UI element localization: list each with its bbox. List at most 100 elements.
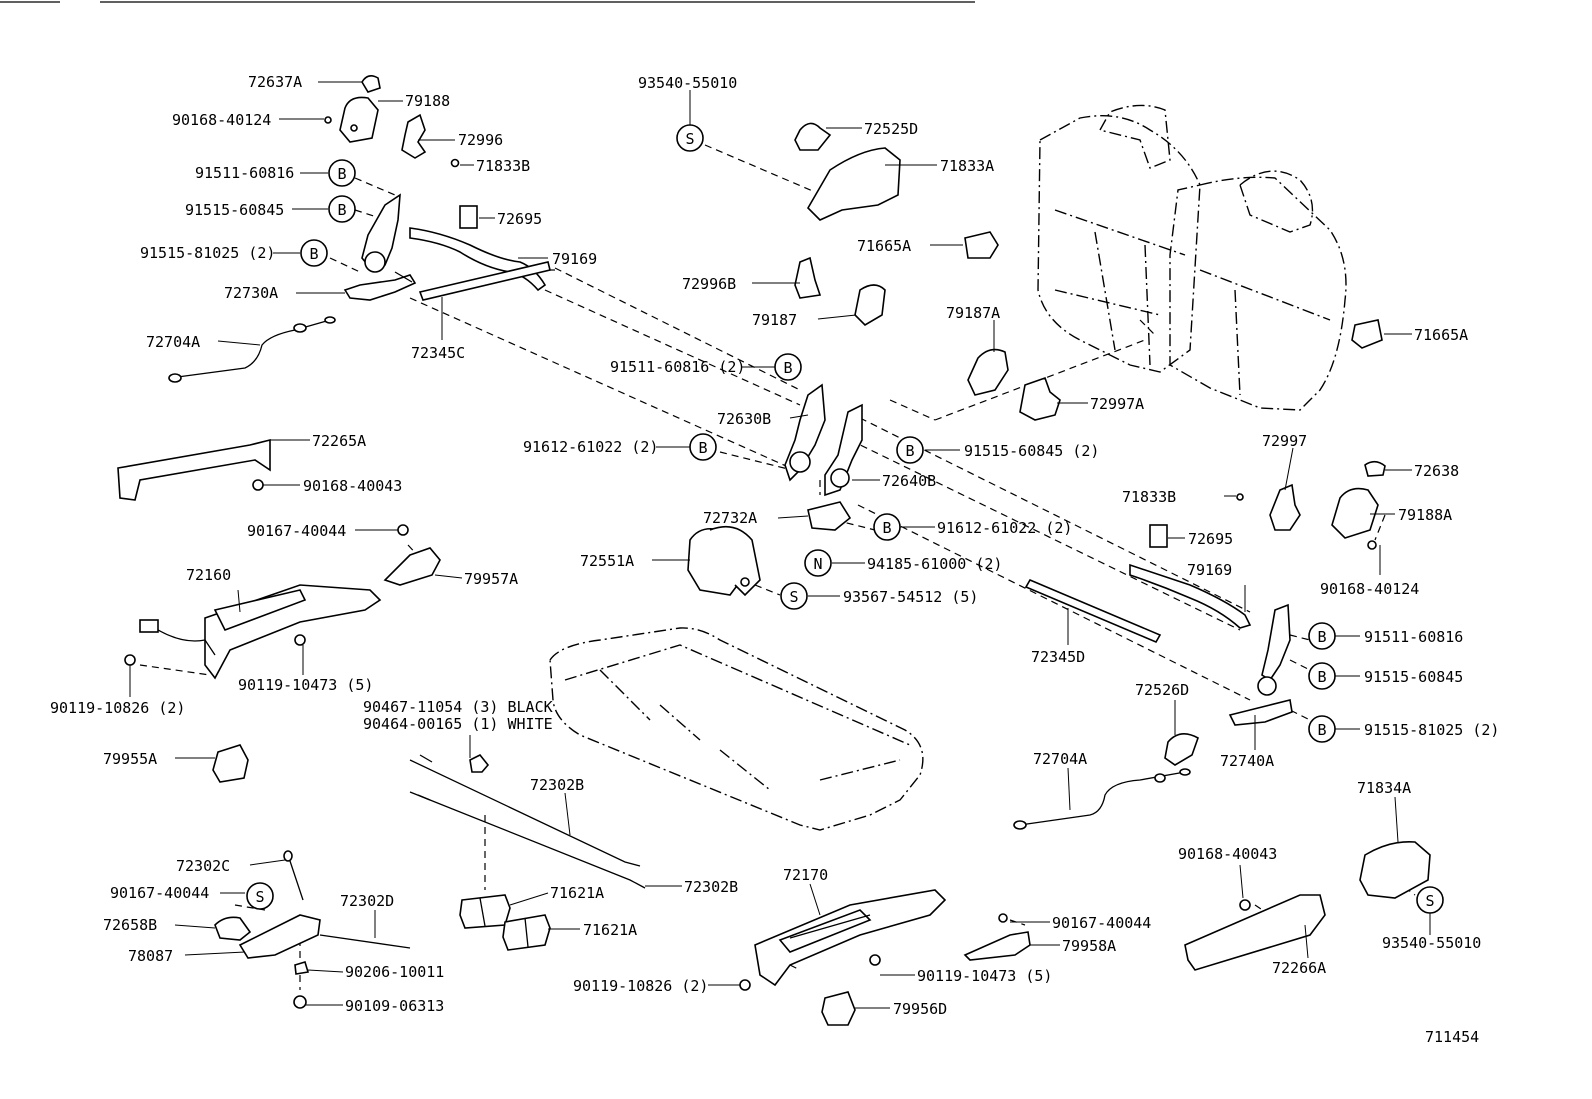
label-72996b: 72996B	[682, 275, 736, 293]
svg-text:N: N	[813, 555, 822, 573]
label-90168-40124-right: 90168-40124	[1320, 580, 1419, 598]
label-72345d: 72345D	[1031, 648, 1085, 666]
marker-b-1: B	[328, 159, 356, 187]
svg-text:S: S	[1425, 892, 1434, 910]
svg-text:S: S	[685, 130, 694, 148]
leader-lines	[129, 81, 1431, 1009]
label-71833a: 71833A	[940, 157, 994, 175]
label-90464-00165: 90464-00165 (1) WHITE	[363, 715, 553, 733]
label-71665a-center: 71665A	[857, 237, 911, 255]
label-90167-40044-bottom-right: 90167-40044	[1052, 914, 1151, 932]
label-72740a: 72740A	[1220, 752, 1274, 770]
svg-text:B: B	[337, 201, 346, 219]
label-72637a: 72637A	[248, 73, 302, 91]
marker-b-9: B	[1308, 662, 1336, 690]
marker-b-5: B	[689, 433, 717, 461]
label-90119-10826-left: 90119-10826 (2)	[50, 699, 185, 717]
label-71621a-2: 71621A	[583, 921, 637, 939]
label-71833b-left: 71833B	[476, 157, 530, 175]
label-93540-55010-top: 93540-55010	[638, 74, 737, 92]
label-79958a: 79958A	[1062, 937, 1116, 955]
label-79956d: 79956D	[893, 1000, 947, 1018]
label-90119-10473-left: 90119-10473 (5)	[238, 676, 373, 694]
label-79187a: 79187A	[946, 304, 1000, 322]
label-91515-60845-left: 91515-60845	[185, 201, 284, 219]
label-71834a: 71834A	[1357, 779, 1411, 797]
label-90167-40044-mid: 90167-40044	[247, 522, 346, 540]
svg-text:B: B	[905, 442, 914, 460]
marker-b-3: B	[300, 239, 328, 267]
label-72265a: 72265A	[312, 432, 366, 450]
marker-s-4: S	[1416, 886, 1444, 914]
marker-b-4: B	[774, 353, 802, 381]
label-71833b-right: 71833B	[1122, 488, 1176, 506]
seat-cushion	[549, 627, 924, 831]
marker-b-8: B	[1308, 622, 1336, 650]
label-91511-60816-2: 91511-60816 (2)	[610, 358, 745, 376]
leader-dashes	[139, 144, 1416, 990]
label-79957a: 79957A	[464, 570, 518, 588]
label-90109-06313: 90109-06313	[345, 997, 444, 1015]
label-90119-10473-bottom: 90119-10473 (5)	[917, 967, 1052, 985]
label-72302b-bottom: 72302B	[684, 878, 738, 896]
label-79188: 79188	[405, 92, 450, 110]
label-72638: 72638	[1414, 462, 1459, 480]
label-93567-54512: 93567-54512 (5)	[843, 588, 978, 606]
label-79955a: 79955A	[103, 750, 157, 768]
label-72730a: 72730A	[224, 284, 278, 302]
label-72526d: 72526D	[1135, 681, 1189, 699]
label-91511-60816-right: 91511-60816	[1364, 628, 1463, 646]
label-72302b-top: 72302B	[530, 776, 584, 794]
label-90167-40044-bottom-left: 90167-40044	[110, 884, 209, 902]
label-72345c: 72345C	[411, 344, 465, 362]
label-72695-left: 72695	[497, 210, 542, 228]
label-72997: 72997	[1262, 432, 1307, 450]
label-91515-81025-left: 91515-81025 (2)	[140, 244, 275, 262]
marker-b-10: B	[1308, 715, 1336, 743]
label-91612-61022-right: 91612-61022 (2)	[937, 519, 1072, 537]
svg-text:B: B	[783, 359, 792, 377]
circle-markers: S B B B B B B B N S B B B S S	[246, 124, 1444, 914]
label-72302d: 72302D	[340, 892, 394, 910]
label-72302c: 72302C	[176, 857, 230, 875]
marker-s-3: S	[246, 882, 274, 910]
label-72704a-left: 72704A	[146, 333, 200, 351]
label-79169-left: 79169	[552, 250, 597, 268]
svg-text:B: B	[309, 245, 318, 263]
label-72525d: 72525D	[864, 120, 918, 138]
label-91515-81025-right: 91515-81025 (2)	[1364, 721, 1499, 739]
label-91511-60816-left: 91511-60816	[195, 164, 294, 182]
label-79169-right: 79169	[1187, 561, 1232, 579]
label-72551a: 72551A	[580, 552, 634, 570]
diagram-id: 711454	[1425, 1028, 1479, 1046]
marker-s-2: S	[780, 582, 808, 610]
label-72695-right: 72695	[1188, 530, 1233, 548]
part-labels: 72637A 79188 90168-40124 72996 71833B 91…	[50, 73, 1499, 1046]
svg-text:S: S	[255, 888, 264, 906]
label-72658b: 72658B	[103, 916, 157, 934]
label-90168-40124-left: 90168-40124	[172, 111, 271, 129]
label-78087: 78087	[128, 947, 173, 965]
label-72266a: 72266A	[1272, 959, 1326, 977]
seat-back-assembly	[1037, 104, 1347, 411]
label-90467-11054: 90467-11054 (3) BLACK	[363, 698, 553, 716]
label-72732a: 72732A	[703, 509, 757, 527]
svg-text:B: B	[882, 519, 891, 537]
label-72630b: 72630B	[717, 410, 771, 428]
label-71621a-1: 71621A	[550, 884, 604, 902]
label-72996: 72996	[458, 131, 503, 149]
label-91612-61022-left: 91612-61022 (2)	[523, 438, 658, 456]
label-71665a-right: 71665A	[1414, 326, 1468, 344]
svg-text:B: B	[1317, 628, 1326, 646]
label-72170: 72170	[783, 866, 828, 884]
svg-text:S: S	[789, 588, 798, 606]
label-91515-60845-right: 91515-60845	[1364, 668, 1463, 686]
svg-text:B: B	[337, 165, 346, 183]
label-72640b: 72640B	[882, 472, 936, 490]
marker-b-6: B	[896, 436, 924, 464]
marker-s-1: S	[676, 124, 704, 152]
label-93540-55010-bottom: 93540-55010	[1382, 934, 1481, 952]
label-90119-10826-bottom: 90119-10826 (2)	[573, 977, 708, 995]
label-90168-40043-right: 90168-40043	[1178, 845, 1277, 863]
svg-text:B: B	[698, 439, 707, 457]
